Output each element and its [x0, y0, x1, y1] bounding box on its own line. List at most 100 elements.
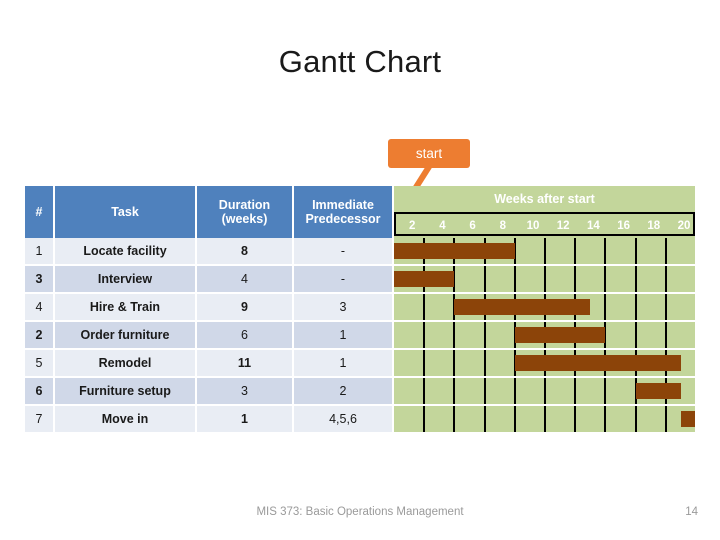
- gantt-row-cell: [393, 265, 695, 294]
- gantt-gridline: [664, 266, 667, 292]
- week-tick-6: 6: [469, 220, 476, 232]
- row-number: 6: [25, 377, 55, 406]
- gantt-gridline: [453, 350, 456, 376]
- gantt-gridline: [544, 266, 546, 292]
- gantt-gridline: [634, 266, 637, 292]
- gantt-gridline: [423, 378, 426, 404]
- row-number: 7: [25, 405, 55, 434]
- week-tick-14: 14: [586, 220, 600, 232]
- gantt-gridline: [664, 238, 667, 264]
- row-predecessor: 2: [293, 377, 394, 406]
- duration-header-line2: (weeks): [221, 212, 268, 226]
- gantt-bar: [394, 271, 455, 287]
- week-tick-20: 20: [677, 220, 691, 232]
- footer-page-number: 14: [685, 506, 698, 518]
- row-duration: 1: [196, 405, 294, 434]
- row-predecessor: -: [293, 265, 394, 294]
- week-tick-10: 10: [526, 220, 540, 232]
- gantt-axis-title: Weeks after start: [494, 192, 595, 206]
- gantt-gridline: [604, 322, 607, 348]
- row-task-name: Interview: [54, 265, 197, 294]
- row-task-name: Hire & Train: [54, 293, 197, 322]
- gantt-gridline: [513, 406, 516, 432]
- column-header-predecessor: Immediate Predecessor: [293, 186, 394, 238]
- gantt-bar: [680, 411, 695, 427]
- start-callout-label: start: [415, 146, 443, 161]
- gantt-gridline: [513, 238, 516, 264]
- gantt-bar: [514, 355, 681, 371]
- gantt-gridline: [423, 322, 426, 348]
- gantt-gridline: [483, 266, 486, 292]
- gantt-bar: [635, 383, 681, 399]
- gantt-gridline: [574, 406, 577, 432]
- gantt-gridline: [664, 406, 667, 432]
- week-tick-8: 8: [499, 220, 506, 232]
- gantt-gridline: [544, 406, 546, 432]
- gantt-gridline: [513, 378, 516, 404]
- row-task-name: Order furniture: [54, 321, 197, 350]
- footer-course-label: MIS 373: Basic Operations Management: [256, 506, 464, 518]
- gantt-gridline: [483, 378, 486, 404]
- gantt-gridline: [453, 378, 456, 404]
- row-predecessor: -: [293, 238, 394, 266]
- start-callout: start: [388, 139, 470, 168]
- week-tick-2: 2: [408, 220, 416, 232]
- gantt-gridline: [604, 266, 607, 292]
- gantt-row-cell: [393, 349, 695, 378]
- row-number: 5: [25, 349, 55, 378]
- column-header-duration: Duration (weeks): [196, 186, 294, 238]
- gantt-bar: [454, 299, 591, 315]
- week-tick-12: 12: [556, 220, 570, 232]
- row-predecessor: 1: [293, 349, 394, 378]
- gantt-row-track: [394, 378, 695, 404]
- predecessor-header-line1: Immediate: [312, 198, 374, 212]
- row-number: 3: [25, 265, 55, 294]
- gantt-gridline: [423, 350, 426, 376]
- row-number: 1: [25, 238, 55, 266]
- week-tick-18: 18: [647, 220, 661, 232]
- gantt-gridline: [664, 294, 667, 320]
- gantt-bar: [394, 243, 515, 259]
- row-task-name: Locate facility: [54, 238, 197, 266]
- predecessor-header-line2: Predecessor: [305, 212, 381, 226]
- row-task-name: Remodel: [54, 349, 197, 378]
- gantt-row-track: [394, 350, 695, 376]
- row-duration: 8: [196, 238, 294, 266]
- column-header-task: Task: [54, 186, 197, 238]
- column-header-number: #: [25, 186, 55, 238]
- gantt-row-cell: [393, 321, 695, 350]
- gantt-gridline: [574, 266, 577, 292]
- gantt-gridline: [634, 406, 637, 432]
- gantt-gridline: [604, 294, 607, 320]
- week-tick-4: 4: [439, 220, 446, 232]
- gantt-gridline: [634, 322, 637, 348]
- gantt-gridline: [544, 378, 546, 404]
- table-header-row: # Task Duration (weeks) Immediate Predec…: [25, 186, 695, 238]
- gantt-bar: [514, 327, 606, 343]
- gantt-row-cell: [393, 238, 695, 266]
- duration-header-line1: Duration: [218, 198, 271, 212]
- gantt-gridline: [604, 406, 607, 432]
- gantt-row-cell: [393, 293, 695, 322]
- gantt-gridline: [604, 378, 607, 404]
- gantt-gridline: [634, 238, 637, 264]
- gantt-gridline: [423, 294, 426, 320]
- gantt-gridline: [483, 406, 486, 432]
- gantt-gridline: [483, 350, 486, 376]
- row-number: 4: [25, 293, 55, 322]
- row-duration: 4: [196, 265, 294, 294]
- row-predecessor: 4,5,6: [293, 405, 394, 434]
- gantt-gridline: [544, 238, 546, 264]
- gantt-row-track: [394, 406, 695, 432]
- row-duration: 9: [196, 293, 294, 322]
- gantt-row-cell: [393, 377, 695, 406]
- row-task-name: Move in: [54, 405, 197, 434]
